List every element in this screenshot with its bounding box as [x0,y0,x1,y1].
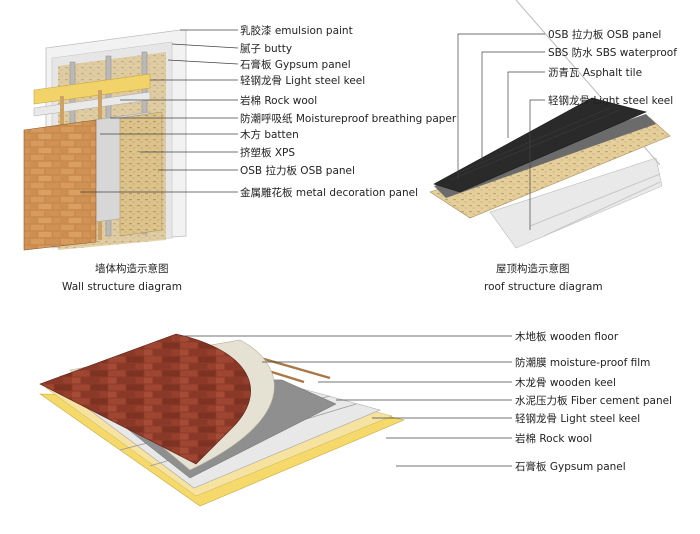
wall-label-breathing-paper: 防潮呼吸纸 Moistureproof breathing paper [240,112,457,125]
wall-label-emulsion-paint: 乳胶漆 emulsion paint [240,24,353,37]
roof-caption-cn: 屋顶构造示意图 [496,262,570,275]
roof-label-osb-panel: 0SB 拉力板 OSB panel [548,28,661,41]
floor-label-wooden-floor: 木地板 wooden floor [515,330,619,343]
roof-caption-en: roof structure diagram [484,281,603,293]
floor-label-wooden-keel: 木龙骨 wooden keel [515,376,616,389]
roof-label-sbs-waterproof: SBS 防水 SBS waterproof [548,46,677,59]
wall-label-butty: 腻子 butty [240,43,292,55]
wall-label-rock-wool: 岩棉 Rock wool [240,94,317,107]
roof-label-asphalt-tile: 沥青瓦 Asphalt tile [548,66,642,79]
metal-decoration-panel [23,119,97,251]
roof-label-light-steel-keel: 轻钢龙骨 Light steel keel [548,94,673,107]
floor-wooden-floor [39,333,251,465]
floor-label-rock-wool: 岩棉 Rock wool [515,432,592,445]
wall-caption-cn: 墙体构造示意图 [95,262,169,275]
wall-label-xps: 挤塑板 XPS [240,146,295,159]
roof-asphalt-tile [433,97,647,193]
wall-label-metal-panel: 金属雕花板 metal decoration panel [240,186,418,199]
floor-label-light-steel-keel: 轻钢龙骨 Light steel keel [515,412,640,425]
wall-label-batten: 木方 batten [240,128,299,141]
roof-steel-keel [489,157,663,249]
wall-label-osb-panel: OSB 拉力板 OSB panel [240,164,355,177]
wall-label-gypsum-panel: 石膏板 Gypsum panel [240,58,351,71]
floor-diagram: 木地板 wooden floor 防潮膜 moisture-proof film… [39,330,672,507]
floor-label-fiber-cement: 水泥压力板 Fiber cement panel [515,394,672,407]
floor-label-gypsum-panel: 石膏板 Gypsum panel [515,460,626,473]
wall-label-light-steel-keel: 轻钢龙骨 Light steel keel [240,74,365,87]
wall-caption-en: Wall structure diagram [62,281,182,293]
roof-diagram: 0SB 拉力板 OSB panel SBS 防水 SBS waterproof … [429,0,677,293]
floor-label-moisture-film: 防潮膜 moisture-proof film [515,356,650,369]
wall-diagram: 乳胶漆 emulsion paint 腻子 butty 石膏板 Gypsum p… [23,24,457,293]
